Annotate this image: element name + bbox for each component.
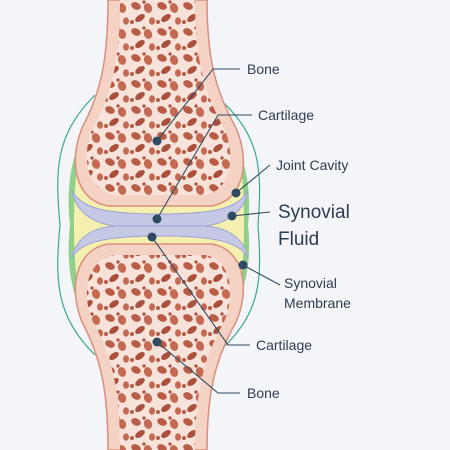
marker-bone-top: [152, 136, 162, 146]
leader-cartilage-bottom: [151, 236, 250, 346]
leader-lines: [151, 68, 281, 394]
marker-bone-bottom: [152, 337, 162, 347]
label-synovial-fluid-line2: Fluid: [278, 229, 319, 250]
label-synovial-fluid-line1: Synovial: [278, 202, 350, 223]
joint-capsule-outline-left: [57, 94, 96, 356]
label-bone-top: Bone: [247, 61, 280, 77]
label-cartilage-bottom: Cartilage: [256, 337, 312, 353]
label-bone-bottom: Bone: [247, 385, 280, 401]
label-cartilage-top: Cartilage: [258, 107, 314, 123]
marker-cartilage-bottom: [147, 232, 157, 242]
leader-synovial-membrane: [242, 264, 281, 286]
leader-synovial-fluid: [231, 211, 271, 217]
marker-joint-cavity: [231, 188, 241, 198]
leader-joint-cavity: [235, 164, 271, 194]
joint-capsule-outline-right: [214, 94, 261, 356]
leader-cartilage-top: [156, 114, 252, 220]
label-joint-cavity: Joint Cavity: [276, 157, 348, 173]
upper-cartilage: [71, 189, 249, 227]
lower-cartilage: [71, 225, 249, 259]
leader-bone-bottom: [156, 341, 240, 394]
leader-bone-top: [156, 68, 240, 142]
label-synovial-membrane-line2: Membrane: [284, 295, 351, 311]
label-synovial-membrane-line1: Synovial: [284, 275, 337, 291]
marker-synovial-fluid: [227, 211, 237, 221]
marker-synovial-membrane: [238, 260, 248, 270]
marker-cartilage-top: [152, 214, 162, 224]
